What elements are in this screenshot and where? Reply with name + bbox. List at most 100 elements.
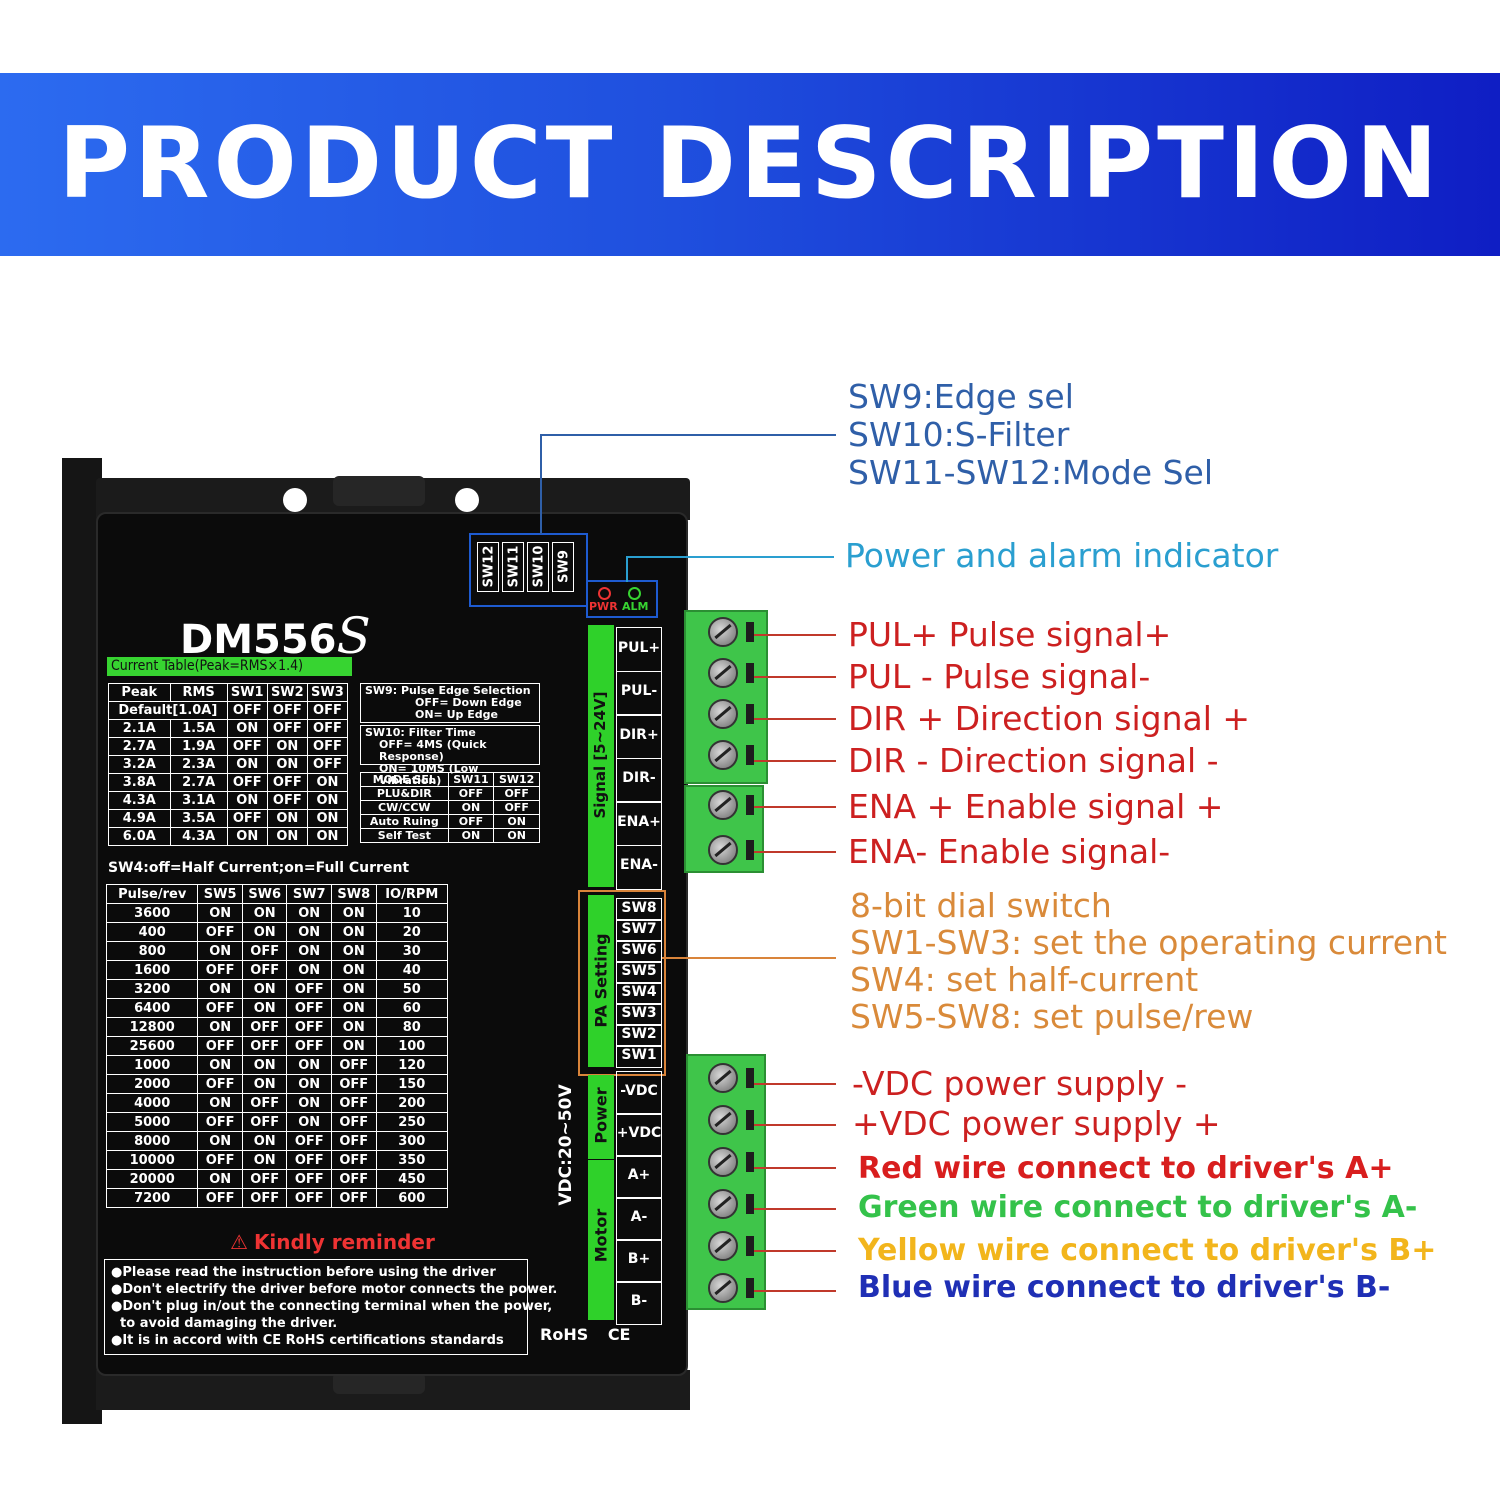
- current-table-cell: 2.7A: [169, 773, 228, 792]
- pulse-table-cell: ON: [330, 1017, 377, 1037]
- leader-line: [754, 1083, 836, 1085]
- wire-annotation: Green wire connect to driver's A-: [858, 1190, 1418, 1225]
- pulse-table-cell: ON: [197, 1169, 243, 1189]
- mode-table-header-cell: SW12: [493, 772, 540, 787]
- current-table-cell: ON: [306, 827, 349, 846]
- current-table-cell: OFF: [226, 773, 268, 792]
- sw9-line1: OFF= Down Edge: [415, 696, 522, 709]
- terminal-pin: [746, 1068, 754, 1088]
- pa-switch-divider: [616, 961, 662, 963]
- dip-switch-sw10: SW10: [527, 542, 549, 592]
- pulse-table-cell: ON: [241, 1150, 288, 1170]
- pulse-table-cell: ON: [197, 1131, 243, 1151]
- pulse-table-cell: ON: [286, 1074, 332, 1094]
- pulse-table-cell: OFF: [286, 1188, 332, 1208]
- pulse-table-cell: ON: [286, 960, 332, 980]
- terminal-pin: [746, 663, 754, 683]
- terminal-pin: [746, 704, 754, 724]
- current-table-cell: 1.5A: [169, 719, 228, 738]
- leader-line: [754, 1290, 836, 1292]
- pulse-table-header-cell: Pulse/rev: [105, 884, 199, 904]
- pa-switch-sw5: SW5: [621, 962, 657, 979]
- signal-annotation: ENA + Enable signal +: [848, 787, 1224, 826]
- current-table-cell: ON: [226, 755, 268, 774]
- current-table-cell: 3.1A: [169, 791, 228, 810]
- terminal-pin: [746, 1152, 754, 1172]
- dial-line: SW4: set half-current: [850, 960, 1199, 999]
- power-terminal-minusvdc: -VDC: [620, 1083, 658, 1099]
- signal-terminal-dirminus: DIR-: [622, 770, 656, 787]
- pulse-table-cell: ON: [286, 903, 332, 923]
- power-annotation: -VDC power supply -: [852, 1064, 1188, 1103]
- current-table-cell: 4.3A: [169, 827, 228, 846]
- pulse-table-cell: OFF: [330, 1074, 377, 1094]
- sw-group-line: SW11-SW12:Mode Sel: [848, 453, 1213, 492]
- pulse-table-cell: 3600: [105, 903, 199, 923]
- pulse-table-cell: OFF: [286, 979, 332, 999]
- wire-annotation: Blue wire connect to driver's B-: [858, 1270, 1391, 1305]
- current-table-cell: 2.7A: [108, 737, 171, 756]
- pulse-table-cell: 4000: [105, 1093, 199, 1113]
- pulse-table-header-cell: IO/RPM: [375, 884, 449, 904]
- reminder-line: ●Please read the instruction before usin…: [111, 1265, 496, 1280]
- pulse-table-cell: 200: [375, 1093, 449, 1113]
- screw-icon: [708, 790, 738, 820]
- mode-table-cell: PLU&DIR: [360, 786, 449, 801]
- header-banner: PRODUCT DESCRIPTION: [0, 73, 1500, 256]
- ce-mark: CE: [607, 1325, 631, 1344]
- dip-switch-sw9: SW9: [552, 542, 574, 592]
- current-table-cell: OFF: [266, 773, 308, 792]
- leader-line: [754, 1167, 836, 1169]
- pulse-table-cell: ON: [286, 922, 332, 942]
- mode-table-cell: OFF: [447, 814, 495, 829]
- current-table-cell: ON: [266, 755, 308, 774]
- pulse-table-cell: 10000: [105, 1150, 199, 1170]
- pa-label: PA Setting: [591, 933, 611, 1028]
- signal-annotation: DIR + Direction signal +: [848, 699, 1251, 738]
- power-label: Power: [591, 1087, 611, 1144]
- signal-annotation: PUL - Pulse signal-: [848, 657, 1151, 696]
- signal-label: Signal [5~24V]: [591, 691, 609, 819]
- power-terminal-plusvdc: +VDC: [616, 1125, 662, 1141]
- leader-line: [754, 1208, 836, 1210]
- pulse-table-cell: ON: [330, 903, 377, 923]
- reminder-line: ●Don't electrify the driver before motor…: [111, 1282, 558, 1297]
- power-terminal-divider: [616, 1281, 662, 1283]
- current-table-cell: ON: [226, 791, 268, 810]
- pulse-table-cell: OFF: [197, 1074, 243, 1094]
- dial-line: 8-bit dial switch: [850, 886, 1112, 925]
- model-name: DM556S: [180, 607, 371, 665]
- pulse-table-cell: ON: [241, 1131, 288, 1151]
- pulse-table-cell: ON: [286, 1093, 332, 1113]
- leader-line: [754, 806, 836, 808]
- mode-table-cell: ON: [447, 800, 495, 815]
- pa-switch-divider: [616, 1024, 662, 1026]
- pulse-table-cell: OFF: [241, 960, 288, 980]
- sw-group-leader-v: [540, 434, 542, 534]
- signal-terminal-divider: [616, 757, 662, 759]
- pwr-led-icon: [598, 587, 611, 600]
- signal-annotation: DIR - Direction signal -: [848, 741, 1219, 780]
- current-table-cell: OFF: [266, 791, 308, 810]
- leader-line: [754, 634, 836, 636]
- current-table-cell: OFF: [306, 737, 349, 756]
- vdc-label: VDC:20~50V: [556, 1084, 576, 1206]
- reminder-title: ⚠Kindly reminder: [230, 1230, 435, 1254]
- pa-strip: [588, 895, 614, 1067]
- mode-table-cell: ON: [447, 828, 495, 843]
- pwr-label: PWR: [589, 600, 618, 613]
- current-table-cell: ON: [226, 719, 268, 738]
- screw-icon: [708, 835, 738, 865]
- pulse-table-cell: ON: [197, 979, 243, 999]
- mode-table-cell: Auto Ruing: [360, 814, 449, 829]
- signal-terminal-pulminus: PUL-: [620, 683, 658, 700]
- motor-label: Motor: [591, 1208, 611, 1263]
